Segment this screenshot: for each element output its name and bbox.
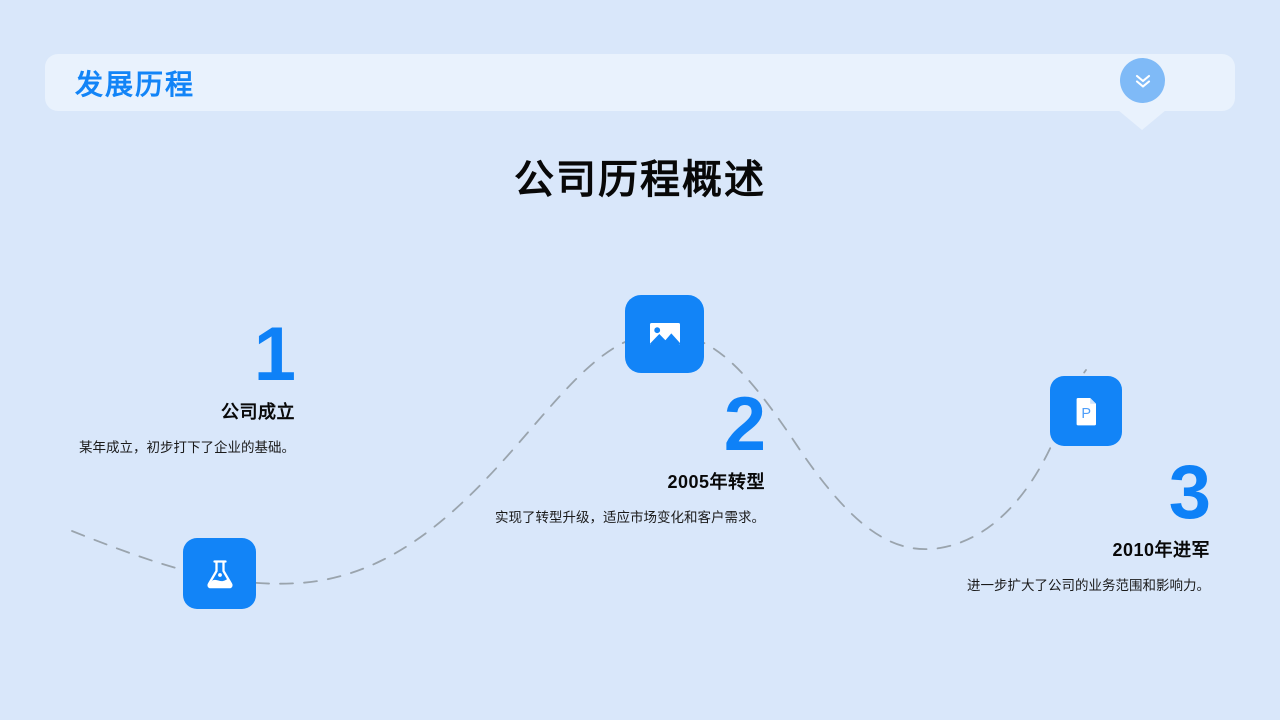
flask-icon [200, 554, 240, 594]
milestone-description: 进一步扩大了公司的业务范围和影响力。 [967, 577, 1210, 593]
milestone-number: 2 [723, 382, 766, 467]
milestone-description: 实现了转型升级，适应市场变化和客户需求。 [495, 509, 765, 525]
milestone-title: 公司成立 [221, 401, 295, 422]
image-picture-icon [643, 312, 687, 356]
milestone-2: 2 2005年转型 实现了转型升级，适应市场变化和客户需求。 [470, 382, 766, 530]
page-title: 公司历程概述 [514, 158, 766, 202]
milestone-icon-tile-1[interactable] [183, 538, 256, 609]
milestone-icon-tile-2[interactable] [625, 295, 704, 373]
milestone-title: 2010年进军 [1112, 539, 1210, 560]
milestone-icon-tile-3[interactable]: P [1050, 376, 1122, 446]
milestone-title: 2005年转型 [667, 471, 765, 492]
milestone-number: 1 [253, 312, 296, 397]
milestone-3: 3 2010年进军 进一步扩大了公司的业务范围和影响力。 [915, 450, 1211, 598]
milestone-description: 某年成立，初步打下了企业的基础。 [79, 439, 295, 455]
milestone-number: 3 [1168, 450, 1211, 535]
svg-text:P: P [1081, 406, 1091, 422]
presentation-file-icon: P [1067, 392, 1105, 430]
double-chevron-down-icon [1130, 68, 1156, 94]
header-title: 发展历程 [75, 68, 196, 100]
header-notch [1118, 110, 1166, 130]
collapse-badge-button[interactable] [1120, 58, 1165, 103]
milestone-1: 1 公司成立 某年成立，初步打下了企业的基础。 [15, 312, 296, 460]
header-bar: 发展历程 [45, 54, 1235, 111]
